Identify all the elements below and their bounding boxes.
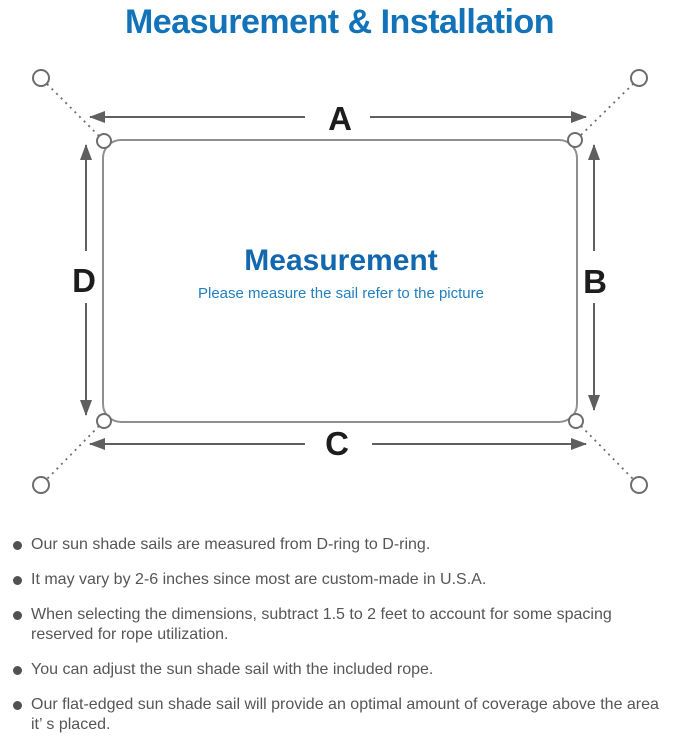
fixing-ring-top-left-icon [32, 69, 50, 87]
side-label-c: C [325, 425, 349, 462]
sail-dring-bottom-right-icon [568, 413, 584, 429]
sail-dring-top-left-icon [96, 133, 112, 149]
sail-dring-top-right-icon [567, 132, 583, 148]
fixing-ring-bottom-left-icon [32, 476, 50, 494]
list-item: When selecting the dimensions, subtract … [13, 605, 659, 645]
bullet-icon [13, 576, 22, 585]
sail-outline [102, 139, 578, 423]
note-text: It may vary by 2-6 inches since most are… [31, 571, 487, 588]
side-label-d: D [72, 262, 96, 299]
side-label-b: B [583, 263, 607, 300]
center-heading: Measurement [244, 244, 437, 277]
list-item: Our flat-edged sun shade sail will provi… [13, 695, 659, 735]
notes-list: Our sun shade sails are measured from D-… [13, 535, 659, 739]
list-item: It may vary by 2-6 inches since most are… [13, 570, 659, 590]
bullet-icon [13, 701, 22, 710]
note-text: Our flat-edged sun shade sail will provi… [31, 696, 659, 733]
measurement-diagram: A B C D Measurement Please measure the s… [32, 69, 648, 494]
note-text: You can adjust the sun shade sail with t… [31, 661, 434, 678]
rope-line-bottom-right [580, 425, 634, 480]
side-label-a: A [328, 100, 352, 137]
center-subheading: Please measure the sail refer to the pic… [198, 285, 484, 302]
note-text: When selecting the dimensions, subtract … [31, 606, 612, 643]
page-title: Measurement & Installation [124, 3, 555, 41]
note-text: Our sun shade sails are measured from D-… [31, 536, 431, 553]
rope-line-top-left [46, 83, 100, 137]
rope-line-top-right [580, 83, 634, 136]
fixing-ring-top-right-icon [630, 69, 648, 87]
list-item: Our sun shade sails are measured from D-… [13, 535, 659, 555]
rope-line-bottom-left [46, 425, 100, 480]
list-item: You can adjust the sun shade sail with t… [13, 660, 659, 680]
bullet-icon [13, 611, 22, 620]
bullet-icon [13, 666, 22, 675]
bullet-icon [13, 541, 22, 550]
fixing-ring-bottom-right-icon [630, 476, 648, 494]
sail-dring-bottom-left-icon [96, 413, 112, 429]
